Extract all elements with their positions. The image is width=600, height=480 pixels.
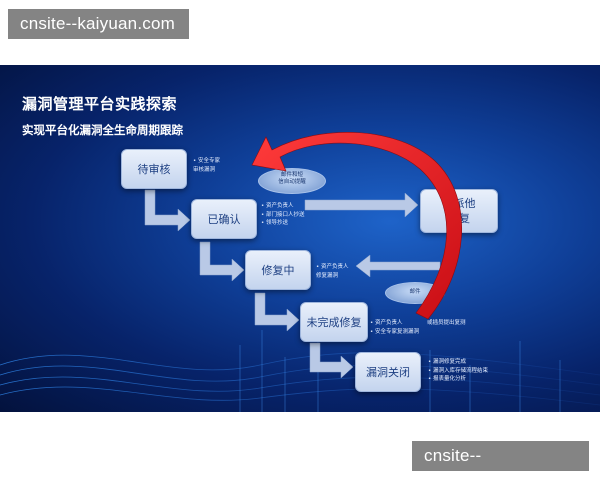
stage-fixing: 修复中	[245, 250, 311, 290]
note-unfinished-side: 或插员提出复测	[427, 320, 466, 326]
note-pending: • 安全专家 审核漏洞	[193, 158, 220, 173]
slide-subtitle: 实现平台化漏洞全生命周期跟踪	[22, 123, 183, 137]
slide-title: 漏洞管理平台实践探索	[22, 95, 178, 113]
note-unfinished: • 资产负责人 • 安全专家复测漏洞	[370, 320, 419, 335]
slide-image: 漏洞管理平台实践探索 实现平台化漏洞全生命周期跟踪 待审核 已确认 指派他 修复…	[0, 65, 600, 412]
light-rays	[239, 330, 561, 412]
wave-lines	[0, 352, 600, 406]
stage-pending: 待审核	[121, 149, 187, 189]
flow-arrow-icon	[144, 189, 441, 379]
stage-closed: 漏洞关闭	[355, 352, 421, 392]
watermark-top: cnsite--kaiyuan.com	[8, 9, 189, 39]
note-fixing: • 资产负责人 修复漏洞	[316, 264, 349, 279]
note-confirmed: • 资产负责人 • 部门接口人抄送 • 领导抄送	[261, 203, 305, 227]
bubble-reminder: 邮件和短 信自动提醒	[258, 168, 326, 194]
watermark-bottom: cnsite--kaiyuan.com	[412, 441, 589, 480]
stage-unfinished: 未完成修复	[300, 302, 368, 342]
slide-graphics	[0, 189, 600, 412]
stage-confirmed: 已确认	[191, 199, 257, 239]
note-closed: • 漏洞修复完成 • 漏洞入库存储流程结束 • 报表量化分析	[428, 359, 488, 383]
return-arrow-icon	[251, 131, 462, 320]
